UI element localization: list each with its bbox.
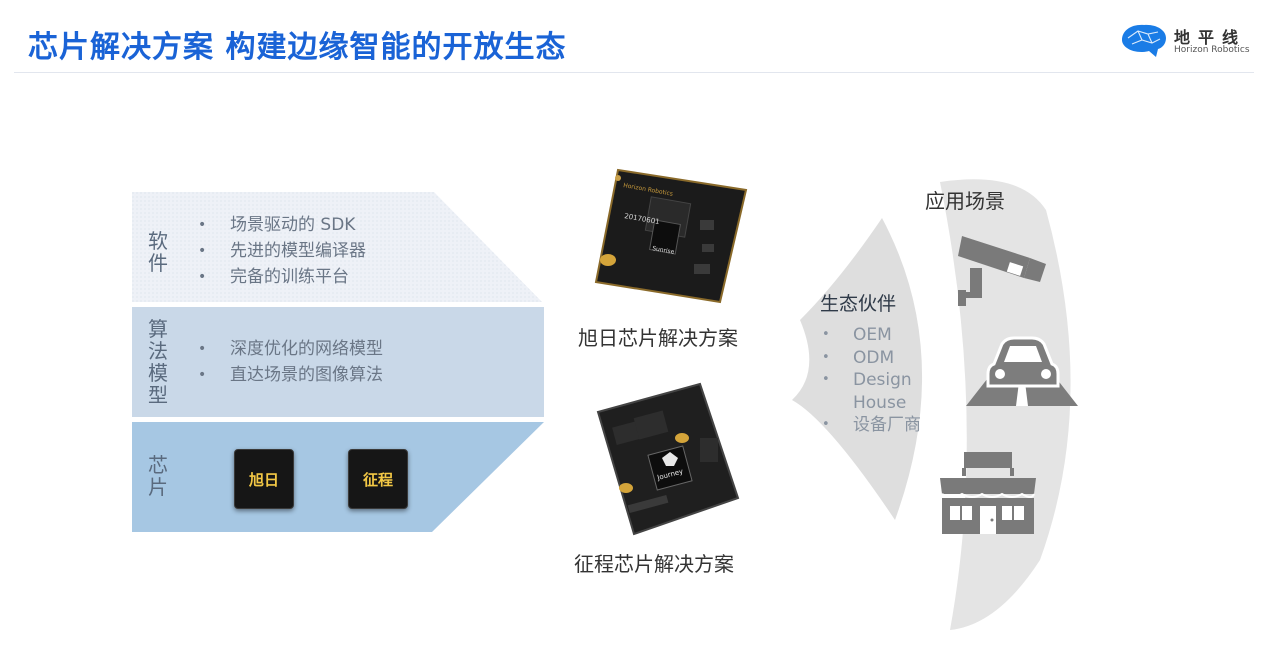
- list-item: 场景驱动的 SDK: [198, 212, 366, 238]
- list-item: OEM: [822, 324, 921, 347]
- sunrise-solution-caption: 旭日芯片解决方案: [578, 326, 738, 350]
- sunrise-board-image: Horizon Robotics 20170601 Sunrise: [594, 168, 748, 304]
- chip-mark-text: Sunrise: [652, 245, 676, 256]
- title-divider: [14, 72, 1254, 73]
- partners-title: 生态伙伴: [820, 293, 897, 315]
- software-feature-list: 场景驱动的 SDK 先进的模型编译器 完备的训练平台: [198, 212, 366, 290]
- software-label: 软件: [148, 229, 168, 275]
- list-item: Design House: [822, 369, 913, 414]
- journey-board-image: Journey: [596, 382, 740, 536]
- list-item: 深度优化的网络模型: [198, 336, 383, 362]
- page-title: 芯片解决方案 构建边缘智能的开放生态: [28, 30, 567, 65]
- list-item: 完备的训练平台: [198, 264, 366, 290]
- chip-label: 芯片: [148, 453, 168, 499]
- partners-list: OEM ODM Design House 设备厂商: [822, 324, 921, 437]
- brand-subtitle: Horizon Robotics: [1174, 45, 1250, 55]
- list-item: 先进的模型编译器: [198, 238, 366, 264]
- list-item: ODM: [822, 347, 921, 370]
- surveillance-camera-icon: [950, 228, 1050, 312]
- brand-logo: 地平线 Horizon Robotics: [1118, 22, 1258, 62]
- sunrise-chip-button[interactable]: 旭日: [234, 449, 294, 509]
- algorithm-feature-list: 深度优化的网络模型 直达场景的图像算法: [198, 336, 383, 388]
- list-item: 设备厂商: [822, 414, 921, 437]
- storefront-icon: [938, 450, 1038, 540]
- scenes-title: 应用场景: [925, 189, 1005, 213]
- journey-chip-button[interactable]: 征程: [348, 449, 408, 509]
- list-item: 直达场景的图像算法: [198, 362, 383, 388]
- algorithm-label: 算法模型: [148, 317, 168, 407]
- journey-solution-caption: 征程芯片解决方案: [574, 552, 734, 576]
- brain-logo-icon: [1122, 24, 1166, 57]
- car-on-road-icon: [962, 330, 1082, 412]
- brand-name: 地平线: [1174, 28, 1247, 47]
